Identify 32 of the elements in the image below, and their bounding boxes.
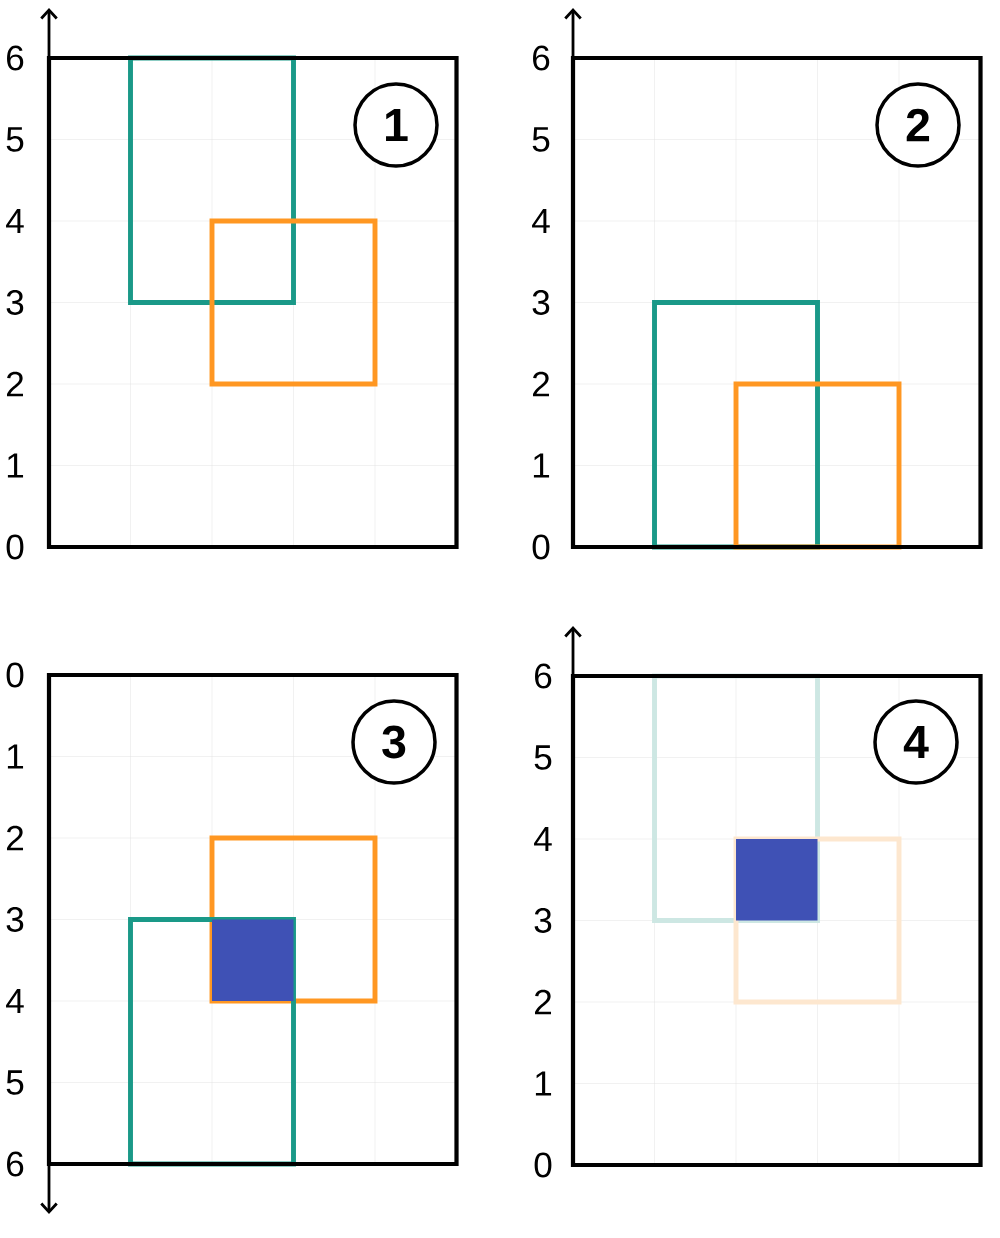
tick-label: 0	[6, 534, 24, 560]
tick-label: 3	[6, 290, 24, 315]
tick-label: 4	[6, 988, 24, 1014]
tick-label: 2	[7, 825, 23, 851]
tick-label: 1	[533, 453, 550, 478]
tick-label: 5	[532, 127, 550, 152]
callout-number: 1	[353, 82, 439, 168]
callout-number: 2	[875, 82, 961, 168]
callout-number: 4	[873, 699, 959, 785]
tick-label: 1	[7, 744, 24, 769]
tick-label: 6	[7, 1151, 24, 1177]
callout-number: 3	[351, 699, 437, 785]
tick-label: 1	[7, 453, 24, 478]
tick-label: 2	[535, 989, 551, 1015]
tick-label: 0	[534, 1152, 552, 1178]
tick-label: 1	[535, 1071, 552, 1096]
tick-label: 6	[535, 663, 552, 689]
tick-label: 6	[7, 45, 24, 71]
tick-label: 5	[534, 745, 552, 770]
tick-label: 5	[6, 127, 24, 152]
tick-label: 5	[6, 1070, 24, 1095]
tick-label: 3	[534, 908, 552, 933]
tick-label: 3	[532, 290, 550, 315]
tick-label: 6	[533, 45, 550, 71]
tick-label: 4	[532, 208, 550, 234]
tick-label: 3	[6, 907, 24, 932]
tick-label: 0	[6, 662, 24, 688]
tick-label: 2	[533, 371, 549, 397]
tick-label: 4	[534, 826, 552, 852]
tick-label: 2	[7, 371, 23, 397]
tick-label: 0	[532, 534, 550, 560]
tick-label: 4	[6, 208, 24, 234]
